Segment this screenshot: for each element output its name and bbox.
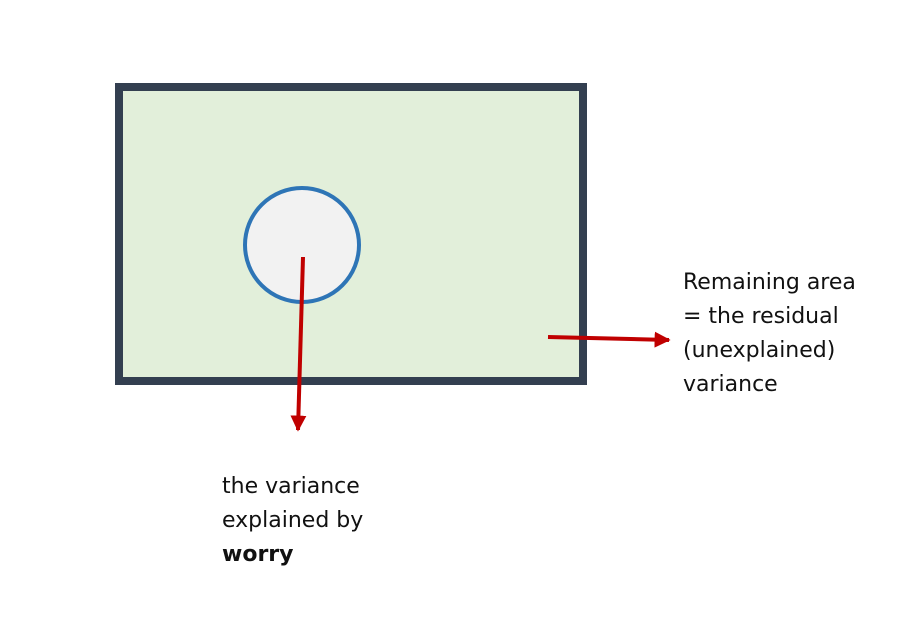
- residual-variance-label: Remaining area = the residual (unexplain…: [683, 266, 856, 402]
- worry-label-line-1: the variance: [222, 474, 360, 499]
- worry-variance-label: the variance explained by worry: [222, 470, 363, 572]
- worry-arrow: [290, 256, 307, 432]
- residual-label-line-1: Remaining area: [683, 270, 856, 295]
- residual-label-line-4: variance: [683, 372, 778, 397]
- residual-label-line-3: (unexplained): [683, 338, 836, 363]
- residual-arrow: [547, 331, 671, 348]
- residual-label-line-2: = the residual: [683, 304, 839, 329]
- worry-label-line-2: explained by: [222, 508, 364, 533]
- worry-label-keyword: worry: [222, 542, 294, 567]
